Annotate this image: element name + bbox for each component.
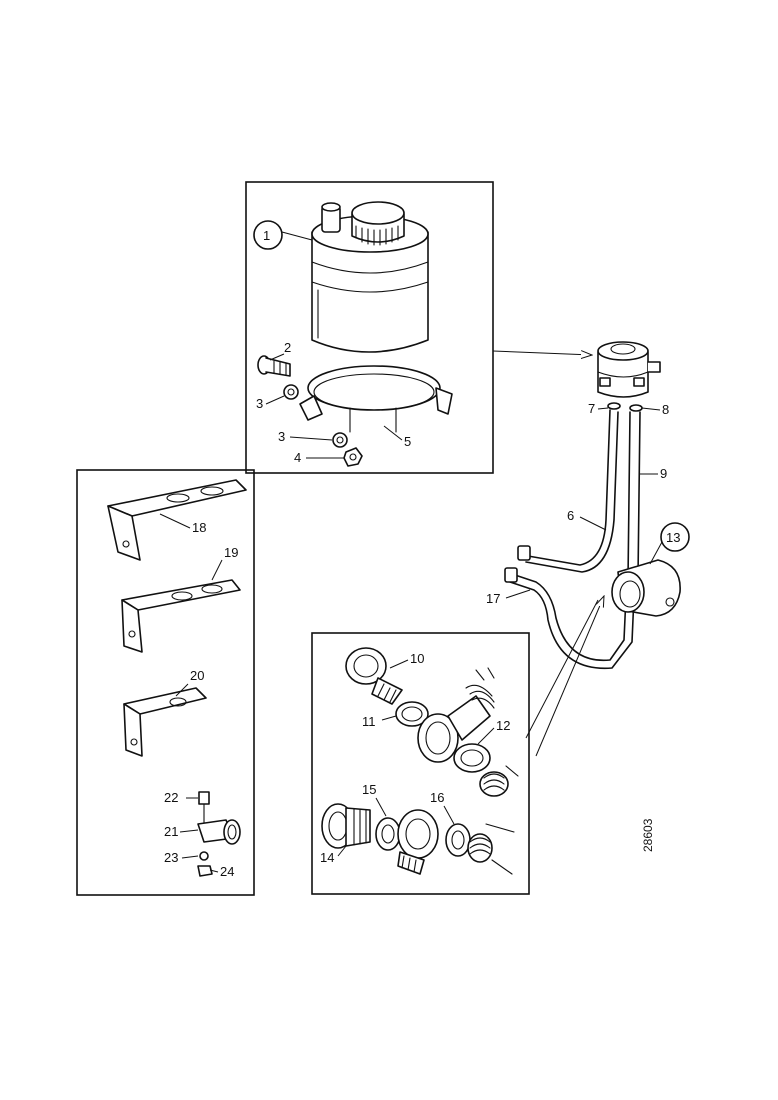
- reservoir-panel: [245, 181, 494, 474]
- callout-16: 16: [430, 790, 444, 805]
- connector-body: [397, 809, 439, 875]
- bracket-18: [107, 479, 247, 561]
- callout-10: 10: [410, 651, 424, 666]
- fluid-reservoir: [311, 201, 429, 353]
- callout-3b: 3: [278, 429, 285, 444]
- callout-24: 24: [220, 864, 234, 879]
- callout-19: 19: [224, 545, 238, 560]
- callout-23: 23: [164, 850, 178, 865]
- callout-20: 20: [190, 668, 204, 683]
- callout-22: 22: [164, 790, 178, 805]
- bracket-20: [123, 687, 207, 757]
- hose-17: [504, 567, 635, 670]
- callout-8: 8: [662, 402, 669, 417]
- clamp-band: [299, 365, 453, 433]
- callout-1: 1: [263, 228, 270, 243]
- callout-18: 18: [192, 520, 206, 535]
- callout-3a: 3: [256, 396, 263, 411]
- callout-15: 15: [362, 782, 376, 797]
- banjo-fitting: [197, 791, 241, 877]
- bracket-19: [121, 579, 241, 653]
- hose-union: [417, 667, 495, 763]
- figure-code: 28603: [641, 818, 655, 852]
- callout-11: 11: [362, 714, 376, 729]
- callout-4: 4: [294, 450, 301, 465]
- bolt: [257, 355, 291, 377]
- spring-fitting: [479, 765, 519, 797]
- callout-12: 12: [496, 718, 510, 733]
- seal-15: [375, 817, 401, 851]
- fittings-panel: [311, 632, 530, 895]
- seal-16: [445, 823, 471, 857]
- installed-reservoir: [597, 341, 661, 412]
- hose-6: [517, 409, 619, 573]
- callout-17: 17: [486, 591, 500, 606]
- callout-7: 7: [588, 401, 595, 416]
- callout-2: 2: [284, 340, 291, 355]
- spring-fitting-lower: [467, 823, 515, 875]
- callout-9: 9: [660, 466, 667, 481]
- hose-9: [627, 411, 641, 581]
- callout-14: 14: [320, 850, 334, 865]
- callout-6: 6: [567, 508, 574, 523]
- seal-11: [395, 701, 429, 727]
- brackets-panel: [76, 469, 255, 896]
- callout-21: 21: [164, 824, 178, 839]
- callout-13: 13: [666, 530, 680, 545]
- steering-gear-housing: [611, 559, 681, 617]
- callout-5: 5: [404, 434, 411, 449]
- union-10: [345, 647, 403, 705]
- seal-12: [453, 743, 491, 773]
- union-14: [321, 803, 371, 849]
